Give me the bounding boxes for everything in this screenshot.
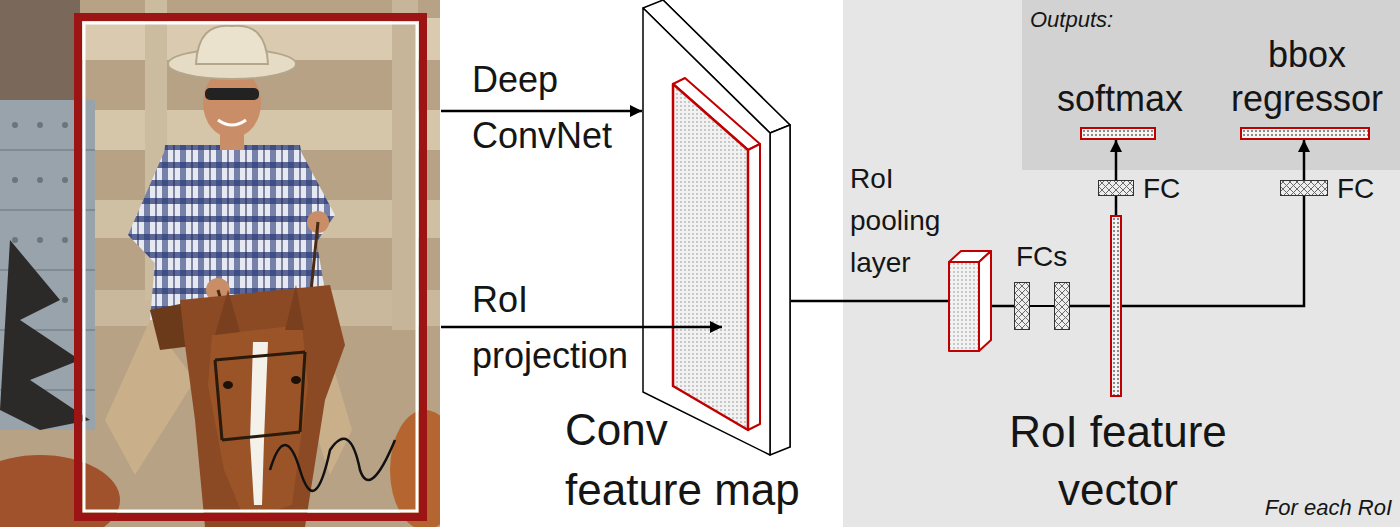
horse	[180, 285, 345, 527]
cattle	[390, 410, 440, 527]
roi-panel: For each RoIRoI pooling layerFCsRoI feat…	[843, 0, 1400, 527]
fc-layers: FCs	[1014, 282, 1070, 330]
fc-box	[1014, 282, 1030, 330]
feature-vector-bar: RoI feature vector	[1110, 215, 1122, 397]
node-label: RoI feature vector	[1000, 403, 1236, 519]
node-label: FC	[1337, 173, 1387, 205]
roi-pooling-box: RoI pooling layer	[948, 250, 992, 352]
background-blur	[0, 0, 80, 100]
connector	[1303, 140, 1306, 180]
node-label: RoI pooling layer	[850, 158, 954, 284]
node-label: softmax	[1035, 77, 1205, 121]
connector	[1070, 305, 1110, 308]
convnet-arrow	[441, 110, 642, 113]
arrow-label: Deep ConvNet	[472, 52, 647, 164]
label-anchor: Deep ConvNet	[472, 52, 647, 164]
node-label: Outputs:	[1030, 6, 1150, 34]
roi-box-inner	[84, 23, 417, 511]
roi-slab-side	[748, 144, 760, 430]
connector	[1122, 196, 1304, 306]
fc-box: FC	[1098, 180, 1134, 196]
pooling-outline	[948, 250, 992, 352]
fc-link-line	[1030, 305, 1054, 307]
softmax-bar: softmax	[1080, 127, 1156, 140]
arrow-label: RoI projection	[472, 272, 647, 384]
node-label: Conv feature map	[565, 400, 809, 520]
roi-slab-front	[673, 84, 748, 430]
connector	[992, 305, 1014, 308]
fence	[80, 0, 440, 330]
node-label: FC	[1143, 173, 1193, 205]
slab-side-face	[770, 125, 790, 455]
signature	[270, 439, 395, 491]
slab-front-face	[643, 8, 770, 455]
pool-front-face	[949, 262, 979, 351]
outputs-panel: Outputs: softmax bbox regressor	[1022, 0, 1400, 170]
bbox-regressor-bar: bbox regressor	[1240, 127, 1370, 140]
label-anchor: RoI projection	[472, 272, 647, 384]
connector	[791, 300, 948, 303]
projection-arrow	[441, 326, 722, 329]
pool-side-face	[979, 251, 991, 351]
feature-map-slab: Conv feature map	[643, 0, 791, 455]
fc-box	[1054, 282, 1070, 330]
slab-outline	[643, 0, 791, 455]
node-label: FCs	[1016, 240, 1076, 274]
connector	[1115, 196, 1118, 215]
fc-box: FC	[1280, 180, 1328, 196]
node-label: For each RoI	[1232, 494, 1392, 522]
roi-box	[78, 17, 423, 517]
connector	[1115, 140, 1118, 180]
photo-illustration	[0, 0, 440, 527]
node-label: bbox regressor	[1222, 33, 1392, 121]
